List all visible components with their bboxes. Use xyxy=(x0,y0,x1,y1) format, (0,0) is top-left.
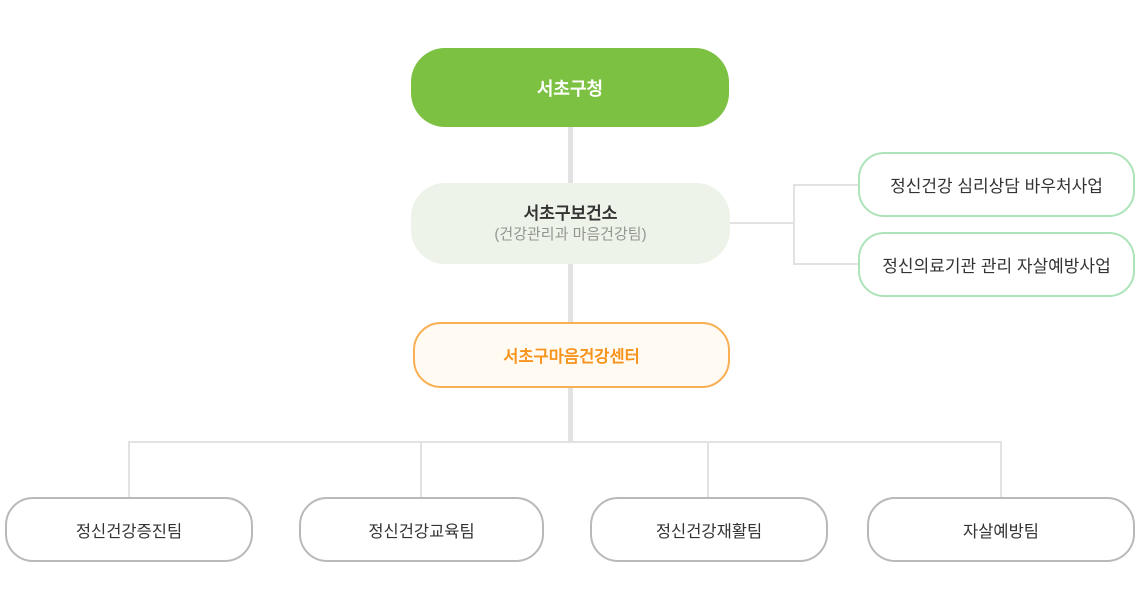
connector-programs-vertical xyxy=(793,184,795,265)
node-team-suicide-prevention: 자살예방팀 xyxy=(867,497,1135,562)
connector-teams-bus xyxy=(128,441,1002,443)
node-label: 정신의료기관 관리 자살예방사업 xyxy=(882,257,1111,276)
node-team-mental-health-promotion: 정신건강증진팀 xyxy=(5,497,253,562)
node-label: 정신건강재활팀 xyxy=(655,522,763,541)
node-program-counseling-voucher: 정신건강 심리상담 바우처사업 xyxy=(858,152,1135,217)
connector-health-center-to-programs-stem xyxy=(730,222,794,224)
node-title: 서초구보건소 xyxy=(523,203,618,223)
connector-root-to-health-center xyxy=(568,127,573,184)
node-label: 서초구마음건강센터 xyxy=(503,348,640,366)
connector-mind-center-to-teams xyxy=(568,387,573,443)
node-team-mental-health-rehabilitation: 정신건강재활팀 xyxy=(590,497,828,562)
connector-team-1-stub xyxy=(128,441,130,497)
connector-team-3-stub xyxy=(707,441,709,497)
node-label: 서초구청 xyxy=(536,78,604,99)
connector-program-voucher-branch xyxy=(793,184,858,186)
node-label: 정신건강 심리상담 바우처사업 xyxy=(890,177,1103,196)
node-program-suicide-prevention-mgmt: 정신의료기관 관리 자살예방사업 xyxy=(858,232,1135,297)
node-mind-health-center: 서초구마음건강센터 xyxy=(413,322,730,388)
node-public-health-center: 서초구보건소 (건강관리과 마음건강팀) xyxy=(411,183,730,264)
node-seocho-district-office: 서초구청 xyxy=(411,48,729,127)
node-team-mental-health-education: 정신건강교육팀 xyxy=(299,497,544,562)
connector-team-2-stub xyxy=(420,441,422,497)
connector-team-4-stub xyxy=(1000,441,1002,497)
node-label: 정신건강교육팀 xyxy=(368,522,475,541)
node-label: 정신건강증진팀 xyxy=(75,522,183,541)
connector-health-center-to-mind-center xyxy=(568,263,573,323)
node-subtitle: (건강관리과 마음건강팀) xyxy=(494,225,647,243)
node-label: 자살예방팀 xyxy=(963,522,1039,541)
connector-program-suicide-branch xyxy=(793,263,858,265)
